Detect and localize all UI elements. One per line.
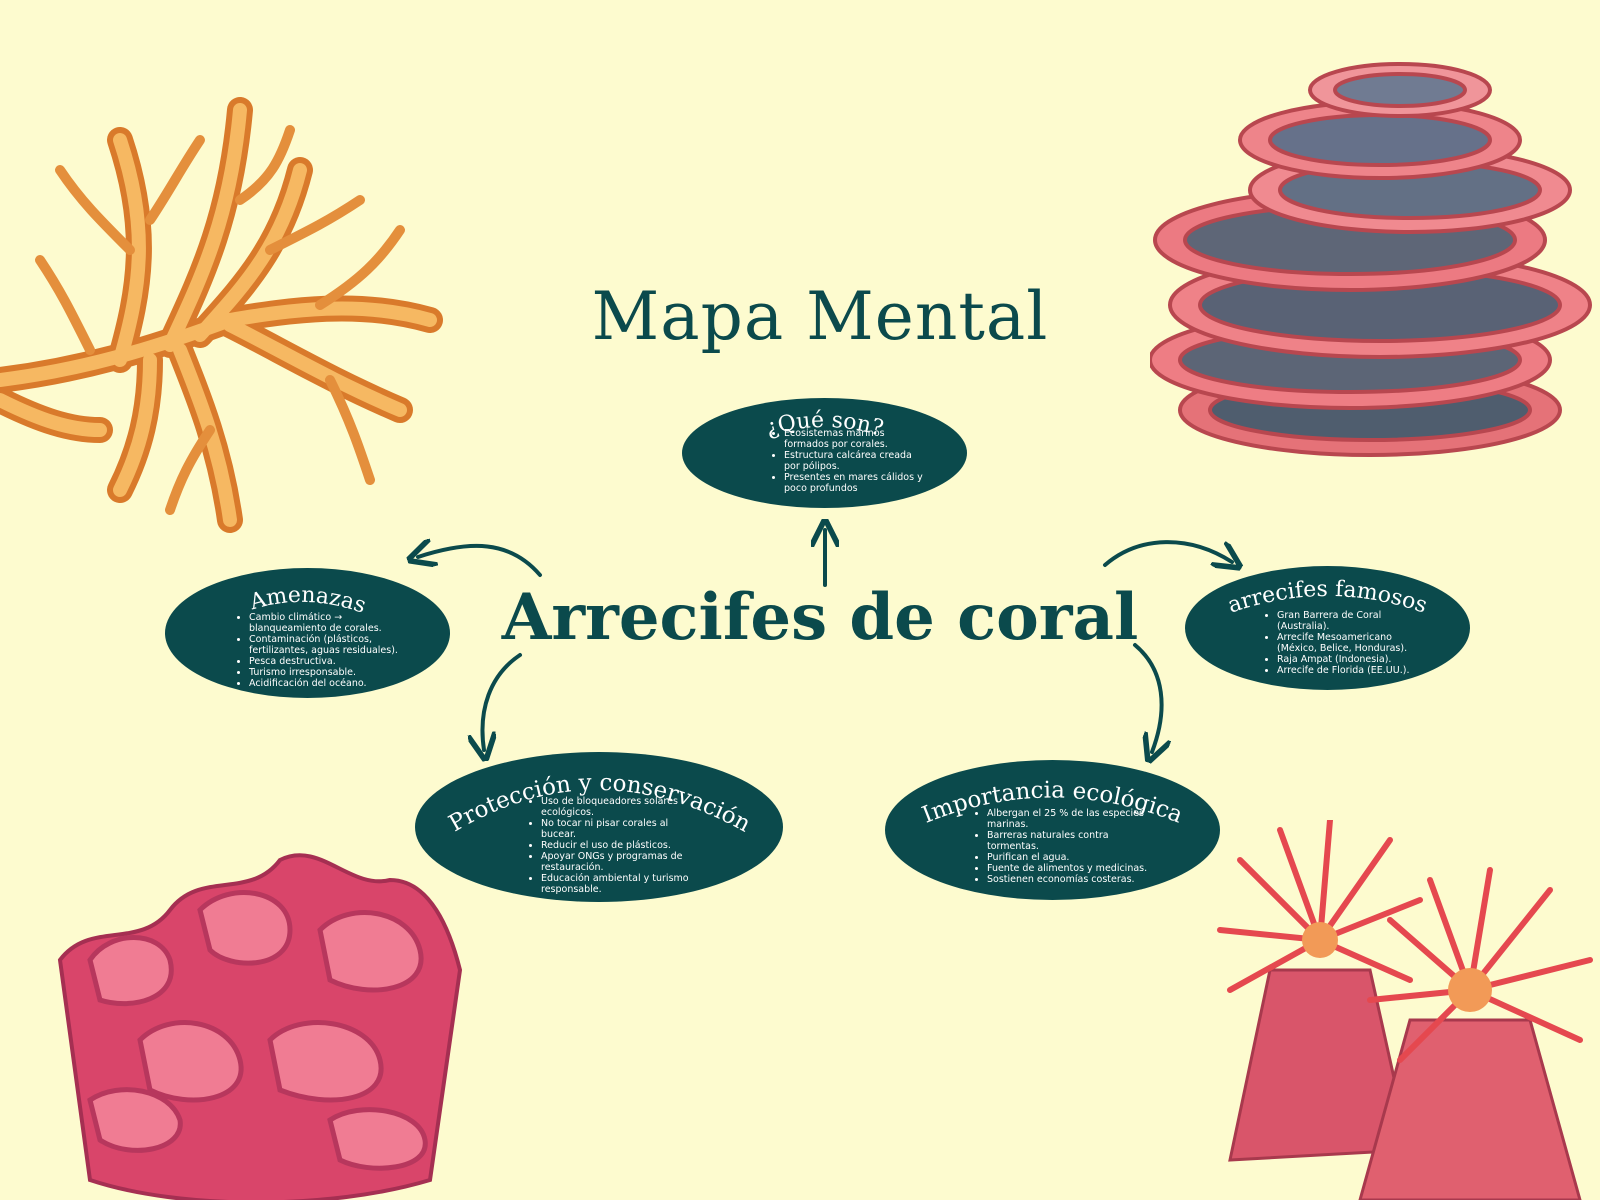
list-item: Reducir el uso de plásticos. [541, 840, 706, 851]
node-importancia: Importancia ecológica Albergan el 25 % d… [885, 760, 1220, 900]
page-title: Mapa Mental [591, 278, 1049, 355]
list-item: Gran Barrera de Coral (Australia). [1277, 610, 1427, 632]
arrow-to-amenazas [418, 546, 542, 577]
list-item: Fuente de alimentos y medicinas. [987, 863, 1157, 874]
list-item: Barreras naturales contra tormentas. [987, 830, 1157, 852]
node-items: Cambio climático → blanqueamiento de cor… [235, 612, 419, 689]
node-proteccion: Protección y conservación Uso de bloquea… [415, 752, 783, 902]
list-item: Contaminación (plásticos, fertilizantes,… [249, 634, 419, 656]
sea-anemone-illustration [1217, 820, 1593, 1200]
list-item: Sostienen economías costeras. [987, 874, 1157, 885]
list-item: Turismo irresponsable. [249, 667, 419, 678]
arrow-to-proteccion [483, 653, 522, 750]
plate-coral-illustration [1150, 62, 1592, 457]
node-items: Uso de bloqueadores solares ecológicos. … [527, 796, 706, 895]
ruffled-coral-illustration [57, 853, 463, 1200]
arrow-to-arrecifes-famosos [1103, 540, 1232, 565]
list-item: Acidificación del océano. [249, 678, 419, 689]
list-item: Pesca destructiva. [249, 656, 419, 667]
list-item: Presentes en mares cálidos y poco profun… [784, 472, 924, 494]
list-item: Purifican el agua. [987, 852, 1157, 863]
list-item: Estructura calcárea creada por pólipos. [784, 450, 924, 472]
list-item: Uso de bloqueadores solares ecológicos. [541, 796, 706, 818]
list-item: No tocar ni pisar corales al bucear. [541, 818, 706, 840]
node-items: Albergan el 25 % de las especies marinas… [973, 808, 1157, 885]
node-que-son: ¿Qué son? Ecosistemas marinos formados p… [682, 398, 967, 508]
node-items: Ecosistemas marinos formados por corales… [770, 428, 924, 494]
list-item: Cambio climático → blanqueamiento de cor… [249, 612, 419, 634]
list-item: Ecosistemas marinos formados por corales… [784, 428, 924, 450]
node-items: Gran Barrera de Coral (Australia). Arrec… [1263, 610, 1427, 676]
list-item: Educación ambiental y turismo responsabl… [541, 873, 706, 895]
branching-coral-illustration [0, 97, 443, 533]
list-item: Albergan el 25 % de las especies marinas… [987, 808, 1157, 830]
list-item: Arrecife de Florida (EE.UU.). [1277, 665, 1427, 676]
list-item: Arrecife Mesoamericano (México, Belice, … [1277, 632, 1427, 654]
central-topic: Arrecifes de coral [501, 580, 1139, 655]
list-item: Raja Ampat (Indonesia). [1277, 654, 1427, 665]
node-arrecifes-famosos: arrecifes famosos Gran Barrera de Coral … [1185, 566, 1470, 690]
list-item: Apoyar ONGs y programas de restauración. [541, 851, 706, 873]
arrow-to-importancia [1133, 643, 1162, 752]
node-amenazas: Amenazas Cambio climático → blanqueamien… [165, 568, 450, 698]
